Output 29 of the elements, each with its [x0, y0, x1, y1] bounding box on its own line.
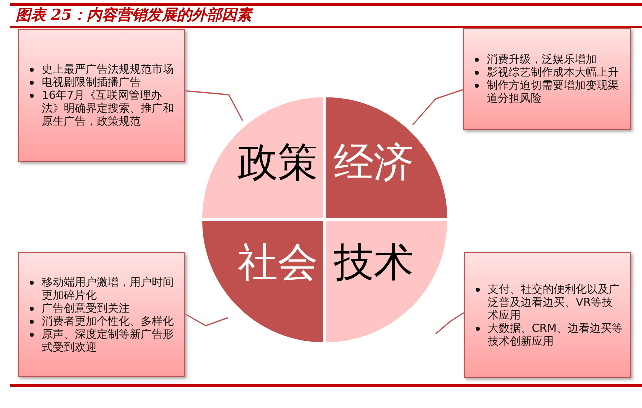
leader-line: [184, 313, 228, 327]
quadrant-label: 技术: [334, 241, 414, 285]
callout-box: [464, 252, 631, 378]
callout-box: [18, 29, 185, 162]
bullet-item: 原声、深度定制等新广告形式受到欢迎: [42, 328, 174, 354]
bullet-item: 16年7月《互联网管理办法》明确界定搜索、推广和原生广告，政策规范: [42, 89, 174, 128]
bullet-item: 支付、社交的便利化以及广泛普及边看边买、VR等技术应用: [488, 282, 620, 322]
bullet-item: 影视综艺制作成本大幅上升: [487, 66, 619, 79]
bullet-item: 制作方迫切需要增加变现渠道分担风险: [487, 79, 619, 105]
pie-quadrant: [202, 97, 324, 219]
bullet-item: 电视剧限制插播广告: [42, 76, 141, 89]
callout-box: [463, 28, 631, 130]
bullet-item: 消费升级，泛娱乐增加: [487, 53, 597, 66]
bullet-item: 移动端用户激增，用户时间更加碎片化: [42, 276, 174, 302]
chart-title: 图表 25：内容营销发展的外部因素: [16, 6, 252, 25]
bullet-item: 消费者更加个性化、多样化: [42, 314, 174, 328]
bullet-item: 广告创意受到关注: [42, 302, 130, 314]
callout-box: [18, 252, 185, 377]
leader-line: [184, 90, 244, 122]
bullet-item: 史上最严广告法规规范市场: [42, 63, 174, 76]
pie-quadrant: [326, 97, 448, 219]
bullet-item: 大数据、CRM、边看边买等技术创新应用: [488, 322, 623, 348]
quadrant-label: 经济: [334, 141, 414, 185]
quadrant-label: 政策: [238, 141, 318, 185]
quadrant-label: 社会: [238, 241, 318, 285]
leader-line: [412, 89, 464, 126]
pie-quadrant: [202, 221, 324, 343]
pie-quadrant: [326, 221, 448, 343]
leader-line: [436, 312, 464, 334]
